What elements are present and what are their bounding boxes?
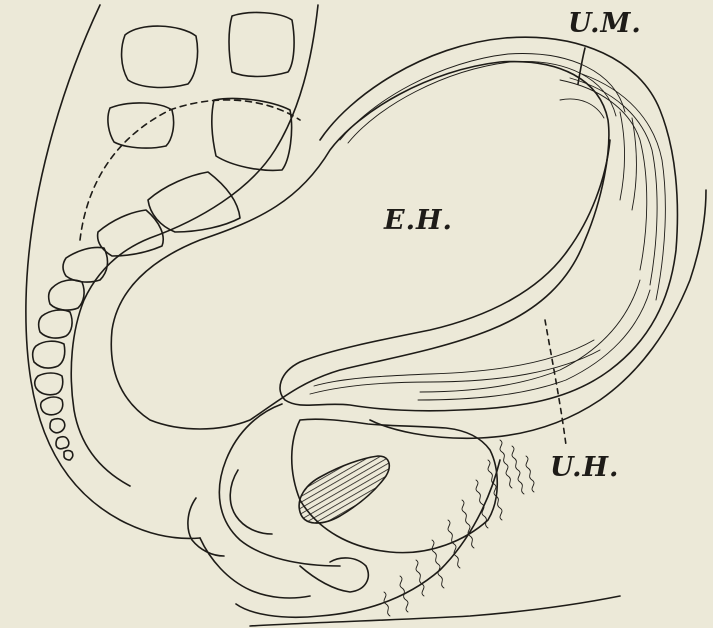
vertebra bbox=[64, 451, 73, 461]
vertebra bbox=[229, 13, 294, 77]
body-back-outline bbox=[26, 5, 200, 538]
perineum-curve bbox=[200, 538, 310, 598]
pubic-hair-texture bbox=[384, 440, 534, 616]
inner-fold bbox=[230, 470, 272, 534]
label-extra-hollow: E.H. bbox=[384, 205, 453, 236]
vulva-curve bbox=[300, 558, 368, 592]
vertebra bbox=[41, 397, 63, 415]
vertebra bbox=[50, 419, 65, 433]
vertebra bbox=[148, 172, 240, 232]
vertebra bbox=[35, 373, 63, 395]
vertebra bbox=[39, 310, 72, 338]
buttock-curve bbox=[188, 498, 224, 556]
vertebra bbox=[56, 437, 69, 449]
label-uterine-muscle: U.M. bbox=[568, 8, 642, 39]
vertebra bbox=[33, 341, 65, 368]
sacrum-front-outline bbox=[71, 5, 318, 486]
vertebra bbox=[122, 26, 198, 87]
vertebra bbox=[108, 103, 174, 148]
label-uterine-hollow: U.H. bbox=[550, 452, 619, 483]
vertebra bbox=[49, 280, 84, 310]
vertebra bbox=[63, 247, 107, 282]
uterine-wall-outer bbox=[280, 37, 677, 411]
thigh-outline bbox=[250, 596, 620, 626]
vertebra bbox=[98, 210, 164, 256]
pubic-bone-hatched bbox=[299, 456, 389, 523]
extra-hollow-inner bbox=[111, 62, 609, 429]
uterine-muscle-fibres bbox=[310, 54, 665, 400]
